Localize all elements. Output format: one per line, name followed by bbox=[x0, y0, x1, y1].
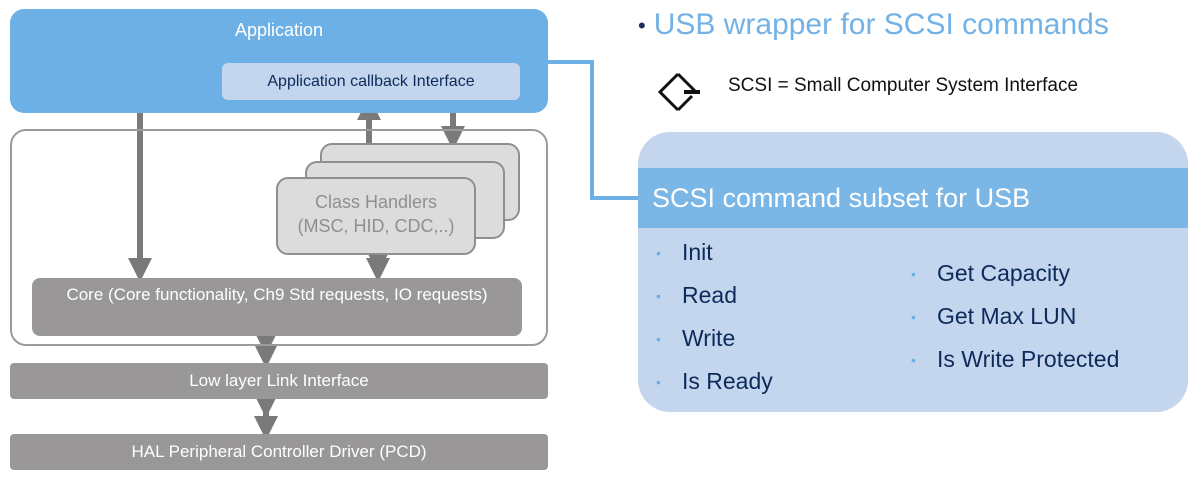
bullet-icon: • bbox=[656, 288, 661, 305]
command-item: • Init bbox=[656, 231, 773, 274]
bullet-icon: • bbox=[911, 309, 916, 326]
heading-text: USB wrapper for SCSI commands bbox=[653, 8, 1109, 41]
command-item: • Get Max LUN bbox=[911, 295, 1119, 338]
command-label: Get Capacity bbox=[937, 260, 1070, 286]
command-item: • Write bbox=[656, 317, 773, 360]
command-item: • Read bbox=[656, 274, 773, 317]
core-block: Core (Core functionality, Ch9 Std reques… bbox=[32, 278, 522, 336]
hal-pcd-block: HAL Peripheral Controller Driver (PCD) bbox=[10, 434, 548, 470]
command-label: Is Ready bbox=[682, 368, 773, 394]
command-item: • Is Ready bbox=[656, 360, 773, 403]
command-item: • Is Write Protected bbox=[911, 338, 1119, 381]
low-layer-link-interface: Low layer Link Interface bbox=[10, 363, 548, 399]
command-item: • Get Capacity bbox=[911, 252, 1119, 295]
application-title: Application bbox=[234, 20, 324, 40]
application-callback-interface: Application callback Interface bbox=[222, 63, 520, 100]
scsi-definition: SCSI = Small Computer System Interface bbox=[728, 75, 1079, 96]
class-handlers-label: Class Handlers (MSC, HID, CDC,..) bbox=[276, 190, 476, 238]
class-handlers-line1: Class Handlers bbox=[314, 192, 438, 212]
usb-device-library-frame bbox=[10, 129, 548, 346]
bullet-icon: • bbox=[656, 331, 661, 348]
command-label: Init bbox=[682, 239, 713, 265]
class-handlers-line2: (MSC, HID, CDC,..) bbox=[297, 216, 455, 236]
bullet-icon: • bbox=[911, 266, 916, 283]
command-label: Get Max LUN bbox=[937, 303, 1077, 329]
command-label: Read bbox=[682, 282, 737, 308]
slide-heading: • USB wrapper for SCSI commands bbox=[638, 8, 1109, 42]
bullet-icon: • bbox=[656, 374, 661, 391]
command-list-right: • Get Capacity • Get Max LUN • Is Write Pro… bbox=[911, 252, 1119, 381]
scsi-panel-title: SCSI command subset for USB bbox=[638, 168, 1188, 228]
app-to-panel-connector bbox=[548, 60, 640, 200]
heading-bullet: • bbox=[638, 13, 646, 39]
bullet-icon: • bbox=[911, 352, 916, 369]
class-handler-card-front bbox=[276, 177, 476, 255]
command-list-left: • Init • Read • Write • Is Ready bbox=[656, 231, 773, 403]
command-label: Write bbox=[682, 325, 736, 351]
bullet-icon: • bbox=[656, 245, 661, 262]
command-label: Is Write Protected bbox=[937, 346, 1120, 372]
diamond-note-icon bbox=[657, 72, 700, 112]
